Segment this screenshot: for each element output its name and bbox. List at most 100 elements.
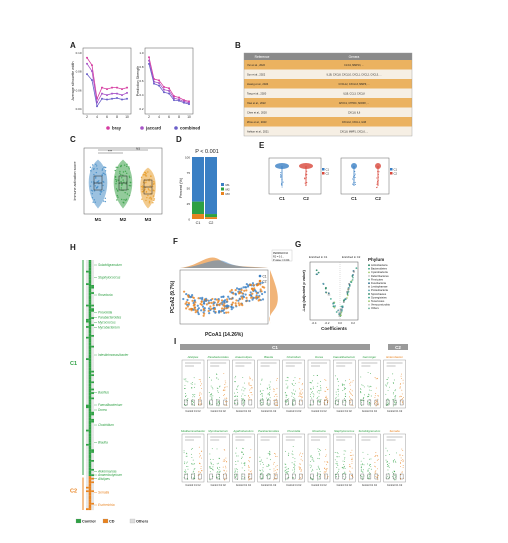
panel-i-point bbox=[374, 377, 376, 378]
panel-a-prediction-line-point bbox=[168, 87, 170, 90]
panel-h-cell bbox=[86, 313, 89, 316]
panel-i-point bbox=[337, 400, 339, 402]
panel-f-point bbox=[263, 286, 266, 289]
panel-h-cell bbox=[88, 340, 92, 343]
panel-h-cell bbox=[88, 427, 92, 430]
panel-e-outlier bbox=[378, 171, 380, 173]
panel-c-point bbox=[104, 200, 107, 203]
panel-g-point bbox=[346, 294, 349, 297]
panel-c-point bbox=[95, 176, 97, 178]
panel-i-point bbox=[249, 377, 251, 379]
panel-i-point bbox=[184, 388, 186, 389]
panel-h-cell bbox=[86, 327, 89, 330]
panel-f-point bbox=[213, 307, 217, 311]
panel-i-box bbox=[285, 399, 289, 406]
panel-h-cell bbox=[86, 451, 89, 453]
panel-h-cell bbox=[88, 401, 92, 403]
panel-i-point bbox=[352, 405, 354, 407]
panel-b-row-genera: C1/C2, MMP13, ... bbox=[344, 64, 364, 67]
panel-i-point bbox=[402, 460, 404, 462]
panel-i-point bbox=[192, 459, 194, 461]
panel-i-point bbox=[234, 470, 236, 472]
panel-i-point bbox=[394, 404, 396, 406]
panel-i-point bbox=[320, 381, 321, 382]
panel-h-cell bbox=[91, 288, 94, 291]
panel-i-point bbox=[337, 465, 339, 466]
panel-c-point bbox=[93, 190, 96, 192]
panel-g-legend-Spirochaetes: Spirochaetes bbox=[371, 292, 387, 296]
panel-i-point bbox=[351, 463, 353, 464]
panel-i-point bbox=[212, 475, 213, 477]
panel-h-cell bbox=[86, 410, 89, 412]
panel-i-point bbox=[225, 457, 227, 459]
panel-f-stat-line: R2 = 0.0... bbox=[273, 256, 284, 259]
panel-h-cell bbox=[86, 440, 89, 443]
panel-i-point bbox=[224, 380, 226, 382]
panel-i-point bbox=[235, 395, 237, 397]
panel-i-point bbox=[267, 464, 269, 466]
panel-i-point bbox=[209, 467, 211, 469]
panel-h-genus: Faecalibacterium bbox=[98, 403, 123, 407]
panel-h-cell bbox=[88, 452, 92, 455]
panel-h-cell bbox=[86, 386, 89, 389]
panel-i-point bbox=[389, 386, 390, 388]
panel-a-silhouette-line-point bbox=[121, 88, 123, 91]
panel-h-cell bbox=[88, 467, 92, 470]
panel-c-point bbox=[114, 176, 117, 178]
panel-h-cell bbox=[86, 276, 89, 278]
panel-i-point bbox=[260, 460, 262, 462]
panel-i-point bbox=[266, 457, 268, 459]
panel-i-point bbox=[216, 448, 218, 450]
panel-h-cell bbox=[91, 468, 94, 471]
panel-i-point bbox=[376, 468, 378, 470]
panel-d-legend-swatch bbox=[221, 187, 224, 191]
panel-i-point bbox=[360, 399, 361, 401]
panel-h-cell bbox=[86, 268, 89, 271]
panel-h-cell bbox=[91, 286, 94, 289]
panel-h-genus: Roseburia bbox=[98, 293, 113, 297]
panel-i-point bbox=[301, 384, 303, 386]
panel-f-point bbox=[238, 297, 241, 300]
panel-i-point bbox=[387, 465, 389, 467]
panel-h-c2-label: C2 bbox=[70, 489, 77, 495]
panel-c-point bbox=[150, 175, 152, 177]
panel-g-legend-marker bbox=[368, 296, 370, 299]
panel-i-point bbox=[402, 458, 404, 460]
panel-i-point bbox=[261, 477, 263, 479]
panel-i-point bbox=[351, 381, 353, 383]
panel-i-point bbox=[237, 395, 238, 397]
panel-c-point bbox=[91, 193, 93, 195]
panel-i-point bbox=[251, 387, 253, 389]
panel-g-point bbox=[338, 312, 341, 315]
panel-h-genus: Parabacteroides bbox=[98, 316, 122, 320]
panel-i-point bbox=[259, 391, 261, 393]
panel-i-box bbox=[216, 399, 220, 406]
panel-h-cell bbox=[88, 327, 92, 330]
panel-i-point bbox=[222, 394, 224, 396]
panel-c-point bbox=[117, 190, 119, 192]
panel-i-point bbox=[185, 393, 186, 394]
panel-h-cell bbox=[86, 422, 89, 425]
panel-i-point bbox=[212, 469, 214, 471]
panel-i-point bbox=[241, 467, 243, 469]
panel-i-point bbox=[325, 454, 327, 456]
panel-a-legend-marker bbox=[106, 126, 110, 130]
panel-i-point bbox=[309, 381, 311, 383]
panel-h-cell bbox=[91, 388, 94, 391]
panel-i-point bbox=[318, 458, 320, 460]
panel-i-point bbox=[313, 375, 315, 377]
panel-h-cell bbox=[86, 260, 89, 262]
panel-h-cell bbox=[86, 295, 89, 298]
panel-h-cell bbox=[86, 263, 89, 266]
panel-h-cell bbox=[86, 506, 89, 509]
panel-i-point bbox=[401, 471, 403, 473]
panel-i-point bbox=[259, 456, 261, 458]
panel-h-cell bbox=[91, 302, 94, 305]
panel-g-point bbox=[337, 309, 340, 312]
panel-i-point bbox=[269, 397, 271, 399]
panel-g-legend-marker bbox=[368, 278, 370, 281]
panel-i-point bbox=[226, 477, 228, 479]
panel-i-point bbox=[286, 468, 288, 470]
panel-i-point bbox=[320, 399, 322, 401]
